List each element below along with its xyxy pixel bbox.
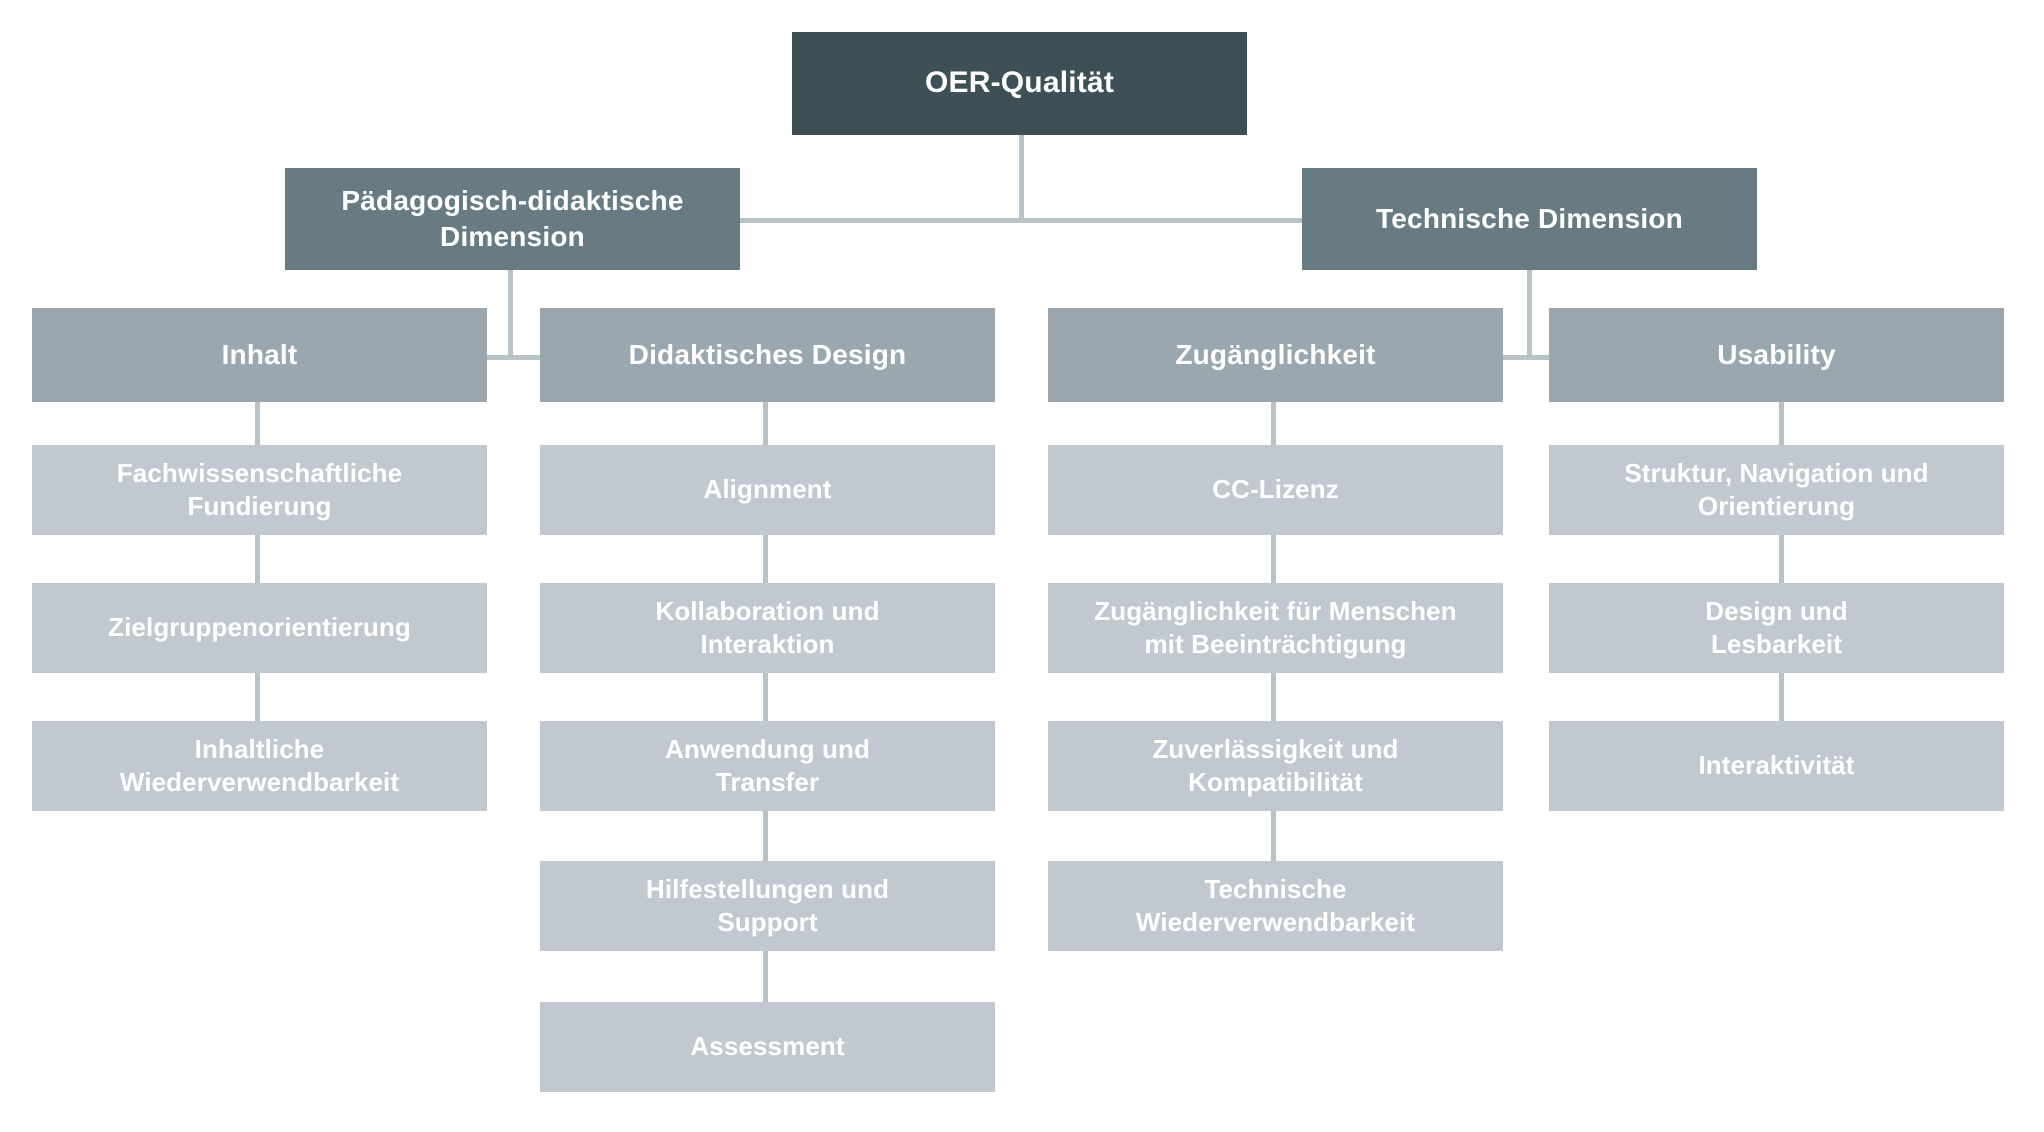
node-criterion-zugaenglichkeit-fuer-menschen-mit-beeintraechtigung[interactable]: Zugänglichkeit für Menschen mit Beeinträ… — [1048, 583, 1503, 673]
node-label: Fachwissenschaftliche Fundierung — [116, 457, 403, 521]
node-category-usability[interactable]: Usability — [1549, 308, 2004, 402]
node-criterion-struktur-navigation-und-orientierung[interactable]: Struktur, Navigation und Orientierung — [1549, 445, 2004, 535]
node-label: Hilfestellungen und Support — [645, 873, 890, 937]
node-label: Zuverlässigkeit und Kompatibilität — [1152, 733, 1399, 797]
node-label: Struktur, Navigation und Orientierung — [1624, 457, 1929, 521]
node-criterion-interaktivitaet[interactable]: Interaktivität — [1549, 721, 2004, 811]
node-label: Pädagogisch-didaktische Dimension — [341, 185, 684, 252]
connector-column-usability — [1779, 402, 1784, 732]
node-label: Assessment — [690, 1031, 845, 1062]
node-label: CC-Lizenz — [1212, 474, 1339, 505]
connector-column-didaktisches-design — [763, 402, 768, 1012]
node-criterion-zielgruppenorientierung[interactable]: Zielgruppenorientierung — [32, 583, 487, 673]
node-label: Kollaboration und Interaktion — [655, 595, 880, 659]
node-dimension-technisch[interactable]: Technische Dimension — [1302, 168, 1757, 270]
connector-root-stem — [1019, 135, 1024, 220]
node-label: Inhalt — [221, 339, 298, 371]
node-criterion-hilfestellungen-und-support[interactable]: Hilfestellungen und Support — [540, 861, 995, 951]
connector-dimension-bar — [727, 218, 1322, 223]
node-label: Zugänglichkeit für Menschen mit Beeinträ… — [1094, 595, 1457, 659]
node-dimension-paedagogisch-didaktisch[interactable]: Pädagogisch-didaktische Dimension — [285, 168, 740, 270]
node-root-oer-qualitaet[interactable]: OER-Qualität — [792, 32, 1247, 135]
node-criterion-inhaltliche-wiederverwendbarkeit[interactable]: Inhaltliche Wiederverwendbarkeit — [32, 721, 487, 811]
node-criterion-kollaboration-und-interaktion[interactable]: Kollaboration und Interaktion — [540, 583, 995, 673]
node-criterion-cc-lizenz[interactable]: CC-Lizenz — [1048, 445, 1503, 535]
node-label: Anwendung und Transfer — [665, 733, 870, 797]
node-criterion-alignment[interactable]: Alignment — [540, 445, 995, 535]
node-category-inhalt[interactable]: Inhalt — [32, 308, 487, 402]
node-label: OER-Qualität — [924, 66, 1115, 100]
node-label: Technische Wiederverwendbarkeit — [1135, 873, 1416, 937]
node-label: Zugänglichkeit — [1175, 339, 1376, 371]
node-label: Inhaltliche Wiederverwendbarkeit — [119, 733, 400, 797]
connector-column-inhalt — [255, 402, 260, 732]
node-label: Zielgruppenorientierung — [108, 612, 411, 643]
node-criterion-fachwissenschaftliche-fundierung[interactable]: Fachwissenschaftliche Fundierung — [32, 445, 487, 535]
node-criterion-anwendung-und-transfer[interactable]: Anwendung und Transfer — [540, 721, 995, 811]
node-criterion-technische-wiederverwendbarkeit[interactable]: Technische Wiederverwendbarkeit — [1048, 861, 1503, 951]
node-label: Interaktivität — [1698, 750, 1855, 781]
node-criterion-zuverlaessigkeit-und-kompatibilitaet[interactable]: Zuverlässigkeit und Kompatibilität — [1048, 721, 1503, 811]
node-category-zugaenglichkeit[interactable]: Zugänglichkeit — [1048, 308, 1503, 402]
node-category-didaktisches-design[interactable]: Didaktisches Design — [540, 308, 995, 402]
node-criterion-assessment[interactable]: Assessment — [540, 1002, 995, 1092]
connector-pedagogical-categories-bar — [368, 355, 648, 360]
node-label: Technische Dimension — [1376, 203, 1683, 235]
node-label: Didaktisches Design — [628, 339, 907, 371]
connector-technical-stem — [1527, 270, 1532, 360]
node-label: Design und Lesbarkeit — [1705, 595, 1848, 659]
node-label: Alignment — [703, 474, 832, 505]
node-criterion-design-und-lesbarkeit[interactable]: Design und Lesbarkeit — [1549, 583, 2004, 673]
connector-pedagogical-stem — [508, 270, 513, 360]
node-label: Usability — [1717, 339, 1836, 371]
